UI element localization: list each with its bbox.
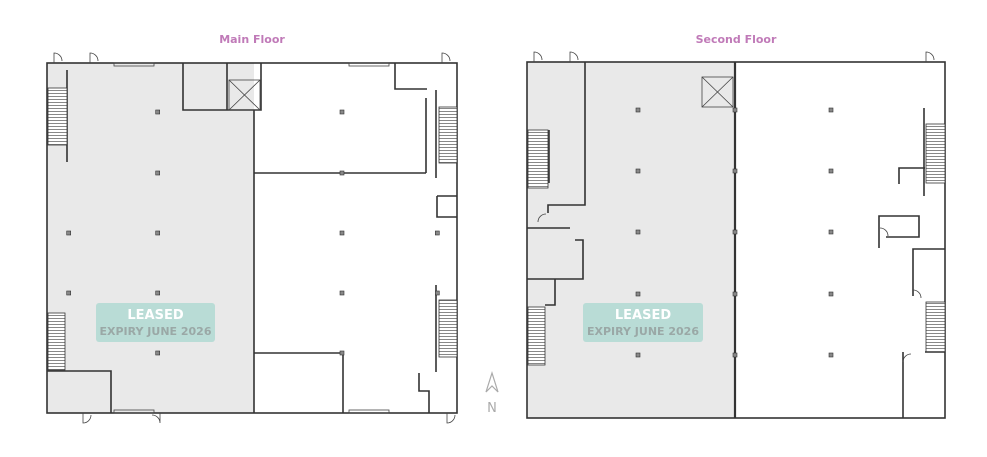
column-marker xyxy=(155,290,160,296)
elevator-icon xyxy=(228,79,261,111)
column-marker xyxy=(635,291,641,297)
lease-expiry: EXPIRY JUNE 2026 xyxy=(99,325,211,338)
column-marker xyxy=(155,230,160,236)
stairs xyxy=(527,123,946,366)
column-marker xyxy=(339,350,345,356)
interior-walls xyxy=(47,63,457,413)
leased-label: LEASED EXPIRY JUNE 2026 xyxy=(583,303,703,342)
column-marker xyxy=(828,229,834,235)
columns xyxy=(66,109,440,356)
column-marker xyxy=(66,290,71,296)
columns xyxy=(635,107,834,358)
column-marker xyxy=(339,290,345,296)
column-marker xyxy=(434,230,440,236)
leased-status: LEASED xyxy=(127,308,183,323)
column-marker xyxy=(635,352,641,358)
column-marker xyxy=(339,109,345,115)
column-marker xyxy=(732,168,738,174)
stairs xyxy=(47,87,458,371)
column-marker xyxy=(732,291,738,297)
column-marker xyxy=(828,352,834,358)
column-marker xyxy=(155,109,160,115)
second-floor-title: Second Floor xyxy=(696,33,777,46)
column-marker xyxy=(66,230,71,236)
column-marker xyxy=(732,107,738,113)
column-marker xyxy=(155,350,160,356)
interior-walls xyxy=(527,62,945,418)
leased-area xyxy=(47,63,254,413)
main-floor-title: Main Floor xyxy=(219,33,285,46)
north-label: N xyxy=(487,401,497,416)
north-arrow-icon xyxy=(485,371,499,393)
column-marker xyxy=(434,290,440,296)
column-marker xyxy=(732,352,738,358)
column-marker xyxy=(828,291,834,297)
north-arrow: N xyxy=(485,371,499,416)
column-marker xyxy=(732,229,738,235)
elevator-icon xyxy=(701,76,734,108)
column-marker xyxy=(635,168,641,174)
outer-wall xyxy=(46,62,458,414)
doors xyxy=(53,52,456,424)
lease-expiry: EXPIRY JUNE 2026 xyxy=(587,325,699,338)
column-marker xyxy=(828,168,834,174)
second-floor-plan: Second Floor xyxy=(526,33,946,419)
column-marker xyxy=(155,170,160,176)
column-marker xyxy=(635,107,641,113)
doors xyxy=(533,51,935,363)
main-floor-plan: Main Floor xyxy=(46,33,458,424)
column-marker xyxy=(635,229,641,235)
leased-status: LEASED xyxy=(615,308,671,323)
leased-area xyxy=(527,62,735,418)
leased-label: LEASED EXPIRY JUNE 2026 xyxy=(96,303,215,342)
column-marker xyxy=(339,230,345,236)
column-marker xyxy=(828,107,834,113)
column-marker xyxy=(339,170,345,176)
